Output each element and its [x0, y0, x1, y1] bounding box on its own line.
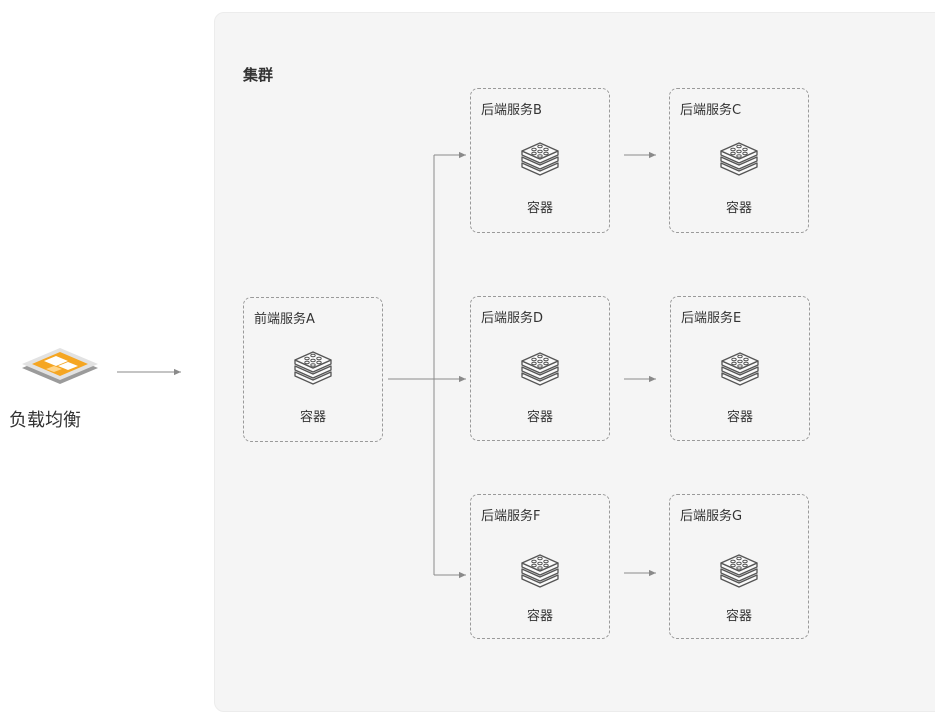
backend-service-f[interactable]: 后端服务F 容器 — [470, 494, 610, 639]
container-icon — [720, 554, 758, 588]
container-icon — [721, 352, 759, 386]
service-title: 后端服务B — [481, 103, 542, 118]
backend-service-e[interactable]: 后端服务E 容器 — [670, 296, 810, 441]
service-title: 后端服务C — [680, 103, 742, 118]
container-label: 容器 — [526, 609, 553, 624]
service-title: 后端服务E — [681, 311, 742, 326]
cluster-area — [214, 12, 935, 712]
load-balancer-icon — [22, 348, 98, 384]
load-balancer-label: 负载均衡 — [9, 410, 81, 431]
container-label: 容器 — [526, 410, 553, 425]
container-label: 容器 — [526, 201, 553, 216]
backend-service-d[interactable]: 后端服务D 容器 — [470, 296, 610, 441]
container-icon — [521, 554, 559, 588]
container-icon — [521, 142, 559, 176]
container-icon — [720, 142, 758, 176]
container-label: 容器 — [725, 201, 752, 216]
backend-service-g[interactable]: 后端服务G 容器 — [669, 494, 809, 639]
service-title: 后端服务D — [481, 311, 544, 326]
backend-service-c[interactable]: 后端服务C 容器 — [669, 88, 809, 233]
container-icon — [521, 352, 559, 386]
container-label: 容器 — [725, 609, 752, 624]
backend-service-b[interactable]: 后端服务B 容器 — [470, 88, 610, 233]
cluster-title: 集群 — [243, 66, 274, 84]
container-label: 容器 — [726, 410, 753, 425]
service-title: 后端服务G — [680, 509, 743, 524]
frontend-service-a[interactable]: 前端服务A 容器 — [243, 297, 383, 442]
container-icon — [294, 351, 332, 385]
service-title: 前端服务A — [254, 312, 315, 327]
service-title: 后端服务F — [481, 509, 541, 524]
container-label: 容器 — [299, 410, 326, 425]
